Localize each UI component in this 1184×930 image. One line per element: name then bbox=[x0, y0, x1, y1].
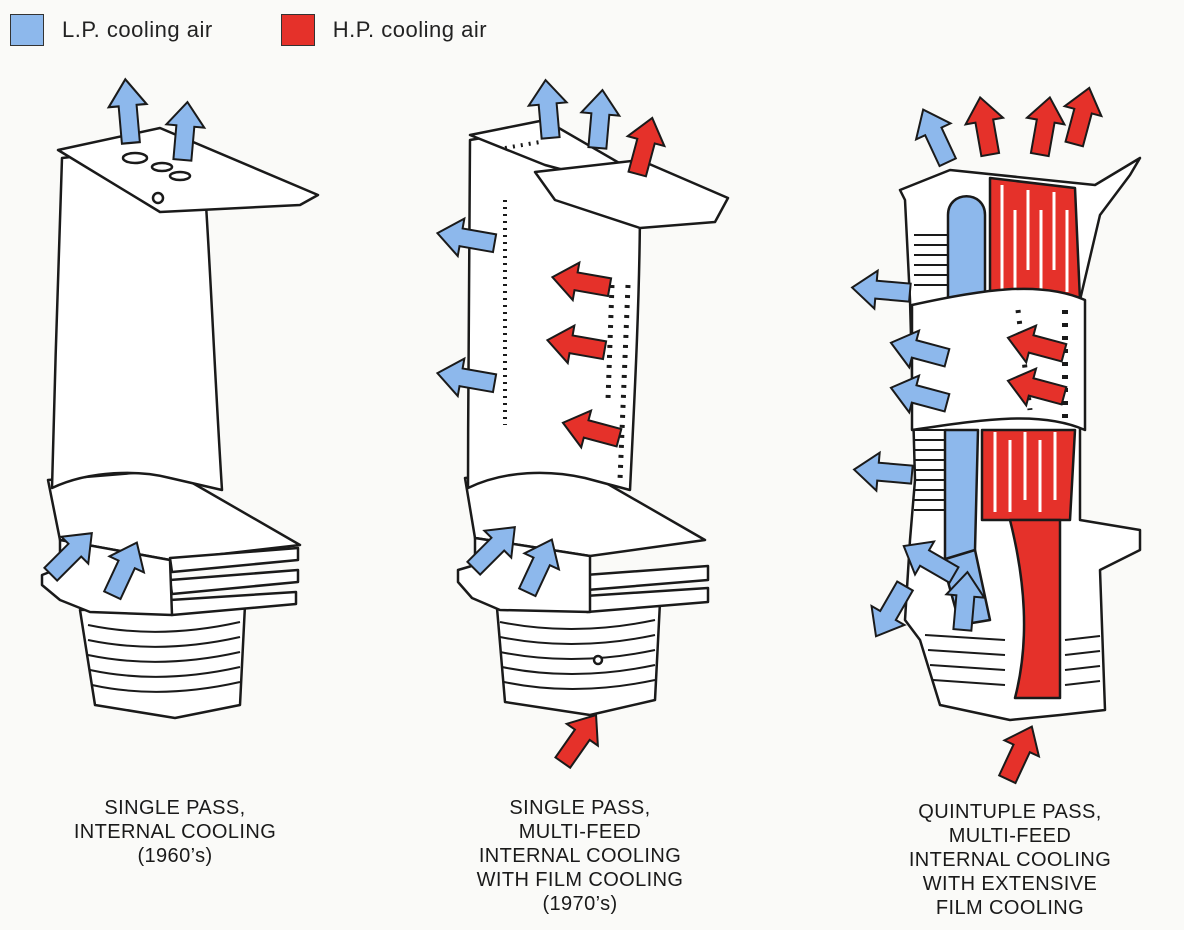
blade-1-shelf-2 bbox=[170, 570, 298, 594]
hp-arrow bbox=[961, 94, 1008, 158]
caption-blade-2: SINGLE PASS, MULTI-FEED INTERNAL COOLING… bbox=[430, 796, 730, 916]
lp-arrow bbox=[578, 88, 621, 149]
caption-line: INTERNAL COOLING bbox=[860, 848, 1160, 872]
caption-line: MULTI-FEED bbox=[860, 824, 1160, 848]
blade-2-shelf-1 bbox=[585, 566, 708, 590]
blade-1-tip-hole bbox=[152, 163, 172, 171]
blade-1960s bbox=[42, 128, 318, 718]
blade-quintuple bbox=[900, 158, 1140, 720]
caption-line: INTERNAL COOLING bbox=[430, 844, 730, 868]
lp-arrow bbox=[850, 269, 911, 312]
caption-line: WITH EXTENSIVE bbox=[860, 872, 1160, 896]
blade-1-tip-hole bbox=[123, 153, 147, 163]
blade-3-lp-passage-bottom bbox=[945, 430, 978, 562]
caption-line: QUINTUPLE PASS, bbox=[860, 800, 1160, 824]
caption-line: SINGLE PASS, bbox=[25, 796, 325, 820]
caption-line: INTERNAL COOLING bbox=[25, 820, 325, 844]
hp-arrow bbox=[1056, 83, 1108, 149]
caption-line: WITH FILM COOLING bbox=[430, 868, 730, 892]
caption-line: FILM COOLING bbox=[860, 896, 1160, 920]
caption-line: (1960’s) bbox=[25, 844, 325, 868]
hp-arrow bbox=[1021, 94, 1068, 158]
blade-2-root-hole bbox=[594, 656, 602, 664]
caption-line: (1970’s) bbox=[430, 892, 730, 916]
caption-blade-1: SINGLE PASS, INTERNAL COOLING (1960’s) bbox=[25, 796, 325, 868]
lp-arrow bbox=[852, 451, 913, 494]
hp-arrow bbox=[990, 719, 1049, 788]
blade-3-lp-passage-top bbox=[948, 196, 985, 300]
blade-1-tip-hole bbox=[153, 193, 163, 203]
lp-arrow bbox=[906, 102, 965, 171]
blade-1970s bbox=[458, 120, 728, 715]
caption-line: SINGLE PASS, bbox=[430, 796, 730, 820]
blade-1-tip-hole bbox=[170, 172, 190, 180]
caption-blade-3: QUINTUPLE PASS, MULTI-FEED INTERNAL COOL… bbox=[860, 800, 1160, 920]
caption-line: MULTI-FEED bbox=[430, 820, 730, 844]
